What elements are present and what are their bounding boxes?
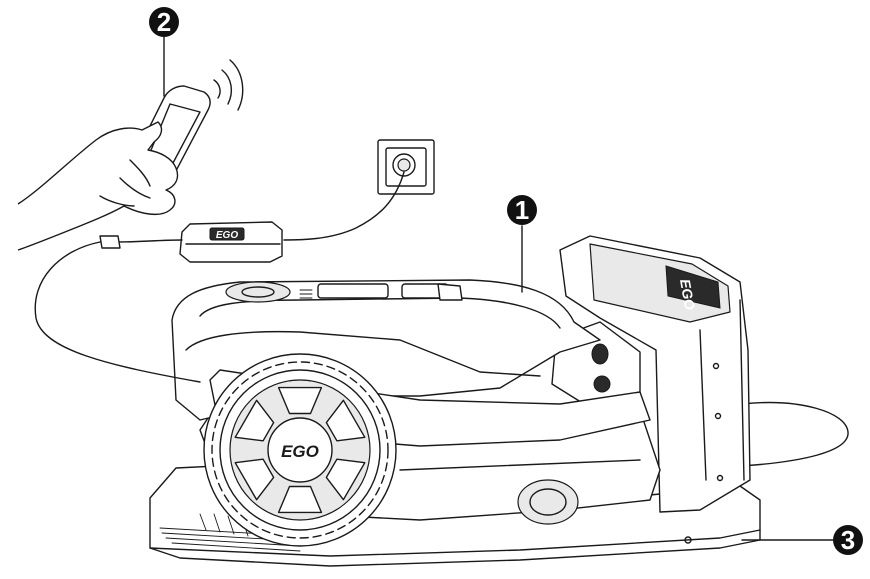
callout-1-number: 1 <box>515 195 529 225</box>
wall-outlet-frame <box>385 147 427 187</box>
mower-vent-lines <box>299 289 313 299</box>
wireless-signal-icon <box>213 59 244 111</box>
boundary-wire-loop <box>741 401 849 467</box>
station-tower-edge <box>699 329 707 481</box>
callout-3-circle <box>833 525 863 555</box>
power-supply: EGO <box>34 139 435 383</box>
callout-1-circle <box>507 195 537 225</box>
cable-connector <box>99 235 121 249</box>
charger-logo-text: EGO <box>216 230 238 241</box>
charging-contact <box>591 343 609 365</box>
callout-3-number: 3 <box>841 525 855 555</box>
wheel-spokes <box>234 386 366 514</box>
mower-display-panel <box>317 283 389 299</box>
station-logo-text: EGO <box>677 278 698 312</box>
charging-contact <box>593 375 611 393</box>
hand-with-phone <box>17 59 244 251</box>
mower-shell-ridge <box>199 297 561 329</box>
hand-finger-line <box>129 159 151 187</box>
mower-rear-wheel <box>517 479 579 525</box>
wheel-spoke <box>234 458 275 501</box>
station-logo-panel <box>665 265 721 309</box>
hand <box>17 121 179 251</box>
callout-2-number: 2 <box>157 7 171 37</box>
station-base-edge <box>149 529 761 557</box>
extension-cable <box>34 241 201 383</box>
mower-stop-button-ring <box>241 286 275 298</box>
station-bolt <box>714 412 722 420</box>
mower-skirt-line <box>399 459 641 471</box>
mower-drive-wheel: EGO <box>203 353 397 547</box>
wheel-spoke <box>325 458 366 501</box>
wheel-spoke <box>234 399 275 442</box>
mower-stop-button <box>225 281 291 303</box>
station-tower-side <box>739 299 745 481</box>
callout-2: 2 <box>149 7 179 97</box>
low-voltage-cable <box>117 239 183 243</box>
mower-shell-contour <box>185 330 541 377</box>
hand-finger-line <box>99 195 135 207</box>
mains-cable <box>283 171 405 241</box>
mower-rear-wheel-hub <box>529 488 567 516</box>
hand-finger-line <box>119 177 151 199</box>
wheel-logo-text: EGO <box>281 442 319 461</box>
station-screw <box>684 536 692 544</box>
wheel-spoke <box>325 399 366 442</box>
station-bolt <box>716 474 724 482</box>
wheel-spoke <box>277 485 323 514</box>
callout-1: 1 <box>507 195 537 293</box>
wheel-spoke <box>277 386 323 415</box>
callout-3: 3 <box>741 525 863 555</box>
callout-2-circle <box>149 7 179 37</box>
charger-label <box>209 227 245 241</box>
power-plug <box>397 158 411 172</box>
robotic-mower: EGO <box>171 279 661 547</box>
power-adapter <box>179 221 283 263</box>
mower-handle-tab <box>437 283 463 301</box>
station-bolt <box>712 362 720 370</box>
